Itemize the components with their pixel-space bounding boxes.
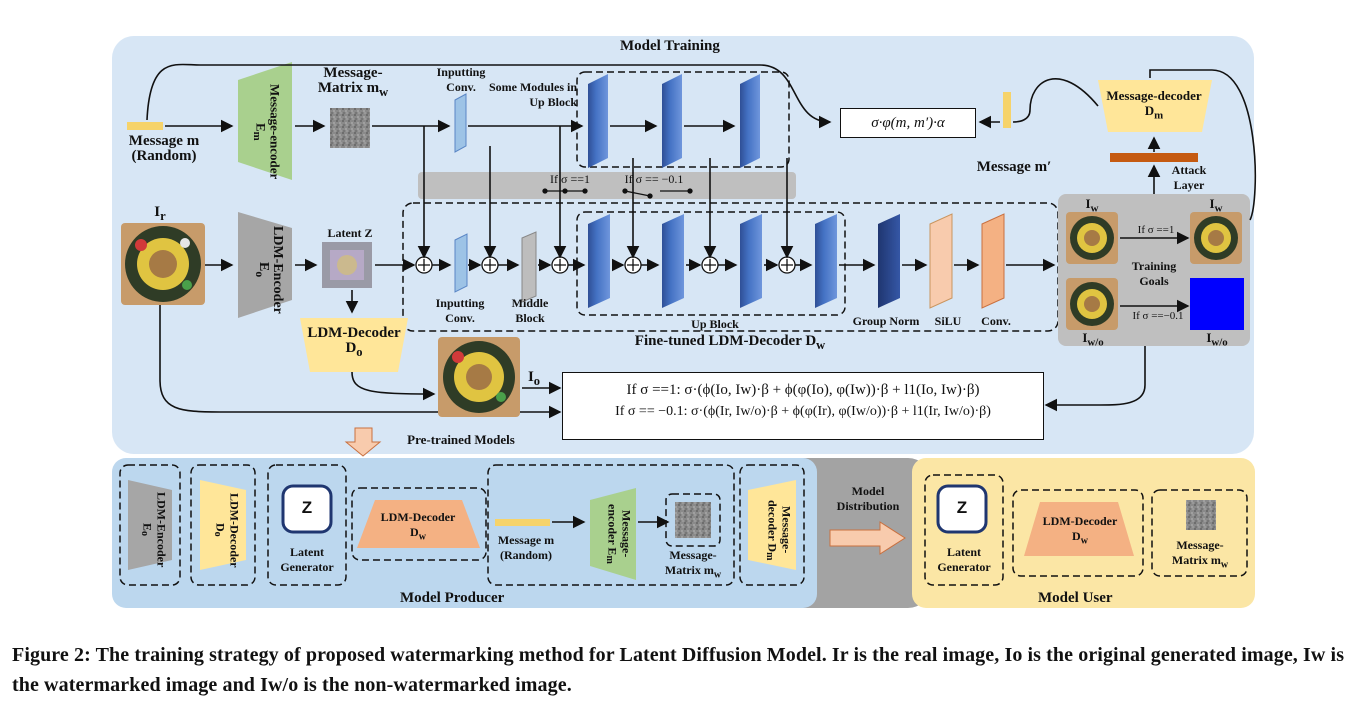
message-m-prime-bar <box>1003 92 1011 128</box>
iwo-left-label: Iw/o <box>1082 330 1104 349</box>
ldm-decoder-o-label: LDM-Decoder Do <box>307 325 401 360</box>
ldm-encoder-shape <box>238 212 292 318</box>
message-matrix-image <box>330 108 370 148</box>
top-blocks <box>454 74 760 168</box>
goal-if-2: If σ ==−0.1 <box>1132 310 1184 322</box>
goal-if-1: If σ ==1 <box>1137 224 1175 236</box>
group-norm-label: Group Norm <box>852 314 920 328</box>
iw-left-image <box>1066 212 1118 264</box>
switch-sigma-1: If σ ==1 <box>550 172 590 186</box>
producer-ldm-decoder-w-label: LDM-Decoder Dw <box>380 510 456 543</box>
ir-label: Ir <box>154 204 166 224</box>
user-ldm-decoder-w-label: LDM-Decoder Dw <box>1042 514 1118 547</box>
model-training-title: Model Training <box>620 38 720 54</box>
ldm-decoder-o-shape <box>300 318 408 372</box>
conv-label: Conv. <box>981 314 1011 328</box>
inputting-conv-top-label: Inputting Conv. <box>436 65 486 94</box>
producer-message-encoder-label: Message-encoder Em <box>604 504 634 564</box>
message-m-label: Message m(Random) <box>128 133 200 164</box>
iwo-blue-target <box>1190 278 1244 330</box>
message-loss-formula: σ·φ(m, m′)·α <box>840 108 976 138</box>
silu-label: SiLU <box>934 314 962 328</box>
switch-bar <box>418 172 796 199</box>
message-decoder-shape <box>1098 80 1212 132</box>
pretrained-arrow <box>344 427 382 457</box>
iw-right-label: Iw <box>1209 196 1223 215</box>
producer-ldm-encoder-label: LDM-Encoder Eo <box>139 492 169 568</box>
message-matrix-label: Message-Matrix mw <box>317 65 389 100</box>
some-modules-label: Some Modules in Up Block <box>488 80 577 109</box>
producer-message-decoder-label: Message-decoder Dm <box>764 499 794 561</box>
io-label: Io <box>527 369 541 389</box>
iwo-right-label: Iw/o <box>1206 330 1228 349</box>
message-encoder-shape <box>238 62 292 180</box>
producer-ldm-decoder-o-label: LDM-Decoder Do <box>212 492 242 568</box>
latent-z-label: Latent Z <box>327 226 373 240</box>
figure-caption: Figure 2: The training strategy of propo… <box>12 644 1345 696</box>
user-frames <box>924 474 1248 586</box>
iwo-left-image <box>1066 278 1118 330</box>
equation-line-1: If σ ==1: σ·(ϕ(Io, Iw)·β + ϕ(φ(Io), φ(Iw… <box>626 382 980 398</box>
model-user-title: Model User <box>1038 590 1113 606</box>
user-message-matrix-label: Message-Matrix mw <box>1171 538 1229 571</box>
producer-z-icon: Z <box>301 498 313 517</box>
iw-right-image <box>1190 212 1242 264</box>
some-modules-frame <box>576 71 790 168</box>
ldm-encoder-label: LDM-Encoder Eo <box>253 226 285 314</box>
message-m-bar <box>127 122 163 130</box>
equation-line-2: If σ == −0.1: σ·(ϕ(Ir, Iw/o)·β + ϕ(φ(Ir)… <box>615 404 991 419</box>
io-image <box>438 337 520 417</box>
producer-message-matrix-label: Message-Matrix mw <box>664 548 722 581</box>
distribution-arrow <box>829 521 906 555</box>
attack-layer-bar <box>1110 153 1198 162</box>
message-encoder-label: Message-encoder Em <box>251 84 283 180</box>
message-m-prime-label: Message m′ <box>976 159 1052 175</box>
iw-left-label: Iw <box>1085 196 1099 215</box>
pretrained-models-label: Pre-trained Models <box>407 432 515 447</box>
decoder-blocks <box>454 213 1005 309</box>
model-producer-title: Model Producer <box>400 590 505 606</box>
finetuned-decoder-title: Fine-tuned LDM-Decoder Dw <box>634 333 826 353</box>
switch-sigma-neg: If σ == −0.1 <box>624 172 684 186</box>
user-z-icon: Z <box>956 498 968 517</box>
up-block-label: Up Block <box>691 317 739 331</box>
ir-image <box>121 223 205 305</box>
training-loss-equation: If σ ==1: σ·(ϕ(Io, Iw)·β + ϕ(φ(Io), φ(Iw… <box>562 372 1044 440</box>
message-decoder-label: Message-decoder Dm <box>1106 88 1202 122</box>
producer-message-m-label: Message m(Random) <box>497 533 555 562</box>
